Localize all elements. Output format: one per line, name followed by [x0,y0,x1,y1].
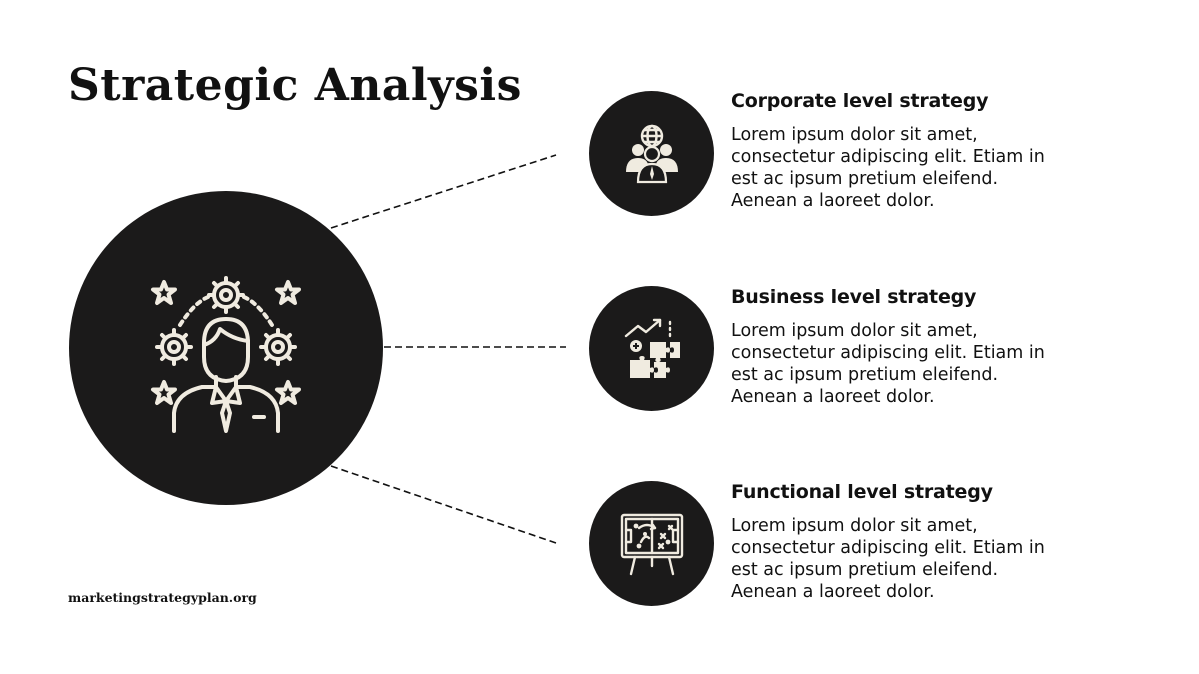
person-with-gears-and-stars-icon [151,276,301,433]
item-heading: Corporate level strategy [731,90,989,112]
corporate-strategy-circle [589,91,714,216]
item-description: Lorem ipsum dolor sit amet, consectetur … [731,321,1045,407]
item-description: Lorem ipsum dolor sit amet, consectetur … [731,516,1045,602]
item-heading: Functional level strategy [731,481,993,503]
business-strategy-block: Business level strategy Lorem ipsum dolo… [731,286,1091,408]
central-circle [69,191,383,505]
team-globe-icon [625,124,678,183]
connector-line-bottom [330,465,557,544]
corporate-strategy-block: Corporate level strategy Lorem ipsum dol… [731,90,1091,212]
puzzle-growth-icon [624,318,680,378]
item-heading: Business level strategy [731,286,977,308]
footer-website: marketingstrategyplan.org [68,590,257,605]
functional-strategy-block: Functional level strategy Lorem ipsum do… [731,481,1091,603]
functional-strategy-circle [589,481,714,606]
connector-line-top [330,154,557,229]
strategy-board-icon [620,513,683,575]
item-description: Lorem ipsum dolor sit amet, consectetur … [731,125,1045,211]
page-title: Strategic Analysis [68,60,522,111]
business-strategy-circle [589,286,714,411]
